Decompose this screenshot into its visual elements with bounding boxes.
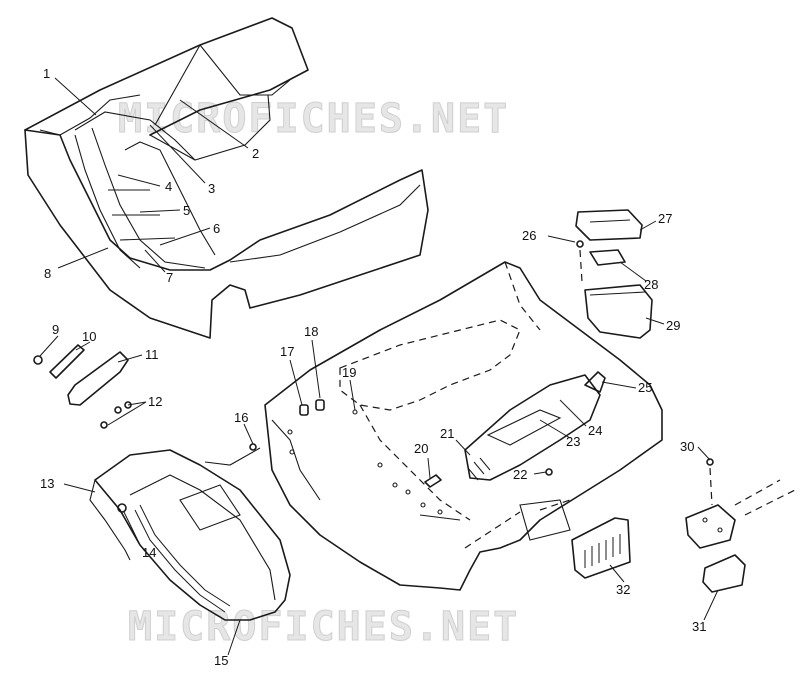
callout-8: 8	[44, 266, 51, 281]
callout-10: 10	[82, 329, 96, 344]
callout-14: 14	[142, 545, 156, 560]
callout-26: 26	[522, 228, 536, 243]
callout-32: 32	[616, 582, 630, 597]
watermark-top: MICROFICHES.NET	[118, 96, 509, 142]
callout-7: 7	[166, 270, 173, 285]
callout-18: 18	[304, 324, 318, 339]
callout-19: 19	[342, 365, 356, 380]
callout-16: 16	[234, 410, 248, 425]
main-body	[264, 261, 663, 591]
seat-shell	[24, 17, 429, 339]
callout-9: 9	[52, 322, 59, 337]
callout-15: 15	[214, 653, 228, 668]
callout-labels: 1 2 3 4 5 6 7 8 9 10 11 12 13 14 15 16 1…	[40, 66, 706, 668]
right-hardware	[464, 209, 796, 593]
callout-29: 29	[666, 318, 680, 333]
watermark-bottom: MICROFICHES.NET	[128, 604, 519, 650]
callout-27: 27	[658, 211, 672, 226]
callout-11: 11	[145, 347, 159, 362]
callout-12: 12	[148, 394, 162, 409]
tray-part	[464, 374, 601, 481]
callout-2: 2	[252, 146, 259, 161]
callout-22: 22	[513, 467, 527, 482]
callout-3: 3	[208, 181, 215, 196]
callout-17: 17	[280, 344, 294, 359]
callout-1: 1	[43, 66, 50, 81]
callout-21: 21	[440, 426, 454, 441]
callout-30: 30	[680, 439, 694, 454]
callout-28: 28	[644, 277, 658, 292]
callout-24: 24	[588, 423, 602, 438]
callout-23: 23	[566, 434, 580, 449]
callout-6: 6	[213, 221, 220, 236]
callout-20: 20	[414, 441, 428, 456]
front-bumper	[89, 449, 291, 621]
leader-lines	[39, 77, 719, 656]
callout-5: 5	[183, 203, 190, 218]
callout-31: 31	[692, 619, 706, 634]
callout-25: 25	[638, 380, 652, 395]
callout-4: 4	[165, 179, 172, 194]
callout-13: 13	[40, 476, 54, 491]
